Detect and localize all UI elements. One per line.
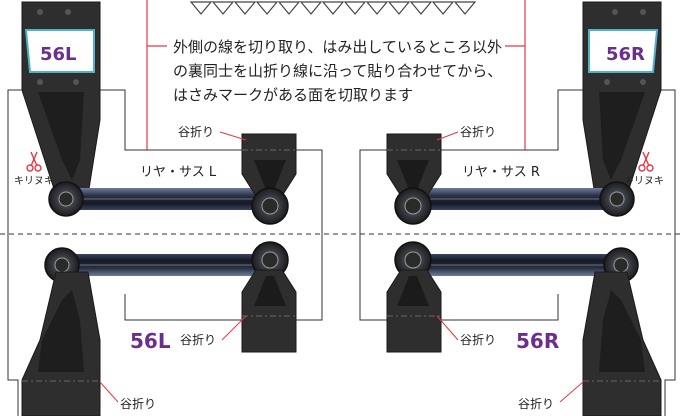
right-cut-outline-bottom [664, 234, 676, 416]
right-cut-label: キリヌキ [624, 176, 664, 187]
right-fold-label-top: 谷折り [460, 124, 496, 139]
left-cut-outline-top [7, 89, 323, 234]
left-tag-top: 56L [24, 29, 95, 73]
right-tag-top-text: 56R [606, 44, 645, 65]
left-cut-outline-bottom-right [124, 234, 323, 321]
instruction-leader-lines [146, 0, 526, 150]
right-upper-wheel-right [599, 181, 635, 217]
left-cut-label: キリヌキ [14, 176, 54, 187]
right-upper-wheel-left [394, 187, 432, 225]
left-suspension-part: 56L [7, 1, 323, 416]
left-fold-label-arm: 谷折り [120, 396, 156, 411]
right-scissors-icon [638, 151, 654, 172]
right-lower-bracket [386, 269, 442, 353]
right-fold-label-bottom: 谷折り [460, 332, 496, 347]
left-scissors-icon [26, 151, 42, 172]
instruction-text: 外側の線を切り取り、はみ出しているところ以外 の裏同士を山折り線に沿って貼り合わ… [173, 38, 502, 104]
right-part-label: リヤ・サス R [462, 165, 540, 180]
left-part-label: リヤ・サス L [140, 165, 217, 180]
fold-triangles-row [189, 1, 477, 15]
left-cut-outline-bottom [7, 234, 19, 416]
right-fold-label-arm: 谷折り [518, 396, 554, 411]
instruction-line-2: の裏同士を山折り線に沿って貼り合わせてから、 [173, 62, 502, 80]
instruction-line-3: はさみマークがある面を切取ります [173, 86, 413, 104]
right-tag-top: 56R [588, 29, 659, 73]
left-upper-wheel-left [48, 181, 84, 217]
right-cut-outline-top [359, 89, 676, 234]
left-upper-wheel-right [251, 187, 289, 225]
right-tag-bottom: 56R [516, 329, 559, 353]
right-cut-outline-bottom-left [359, 234, 559, 321]
left-fold-label-top: 谷折り [178, 124, 214, 139]
left-fold-label-bottom: 谷折り [180, 332, 216, 347]
right-lower-wheel-left [394, 241, 432, 279]
instruction-line-1: 外側の線を切り取り、はみ出しているところ以外 [173, 38, 502, 56]
left-upper-arm-inner [38, 92, 84, 180]
left-lower-bracket [241, 269, 297, 353]
left-tag-top-text: 56L [40, 44, 77, 65]
left-tag-bottom: 56L [130, 329, 171, 353]
right-suspension-part: 56R リヤ・サス R 56R [359, 1, 676, 416]
